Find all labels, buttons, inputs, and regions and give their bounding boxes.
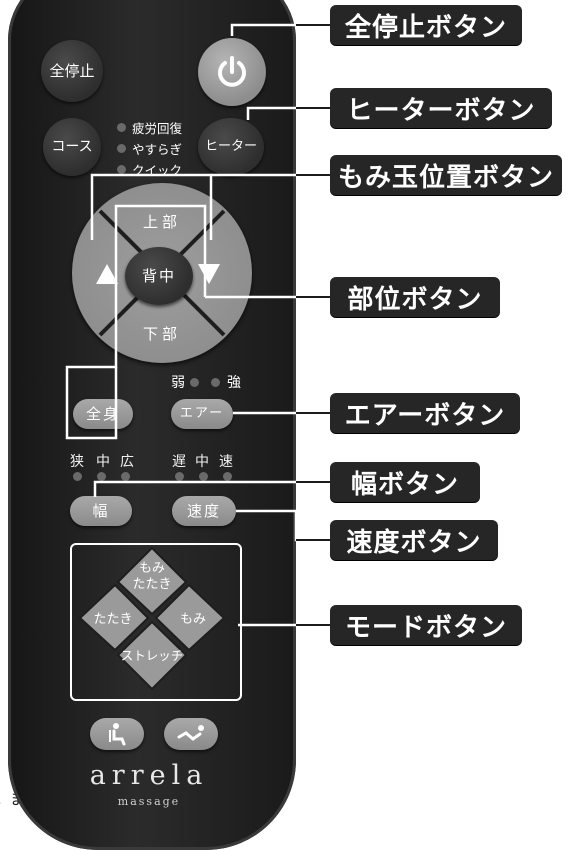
kneading-tapping-button[interactable]: もみ たたき bbox=[122, 552, 182, 602]
callout-all-stop: 全停止ボタン bbox=[330, 5, 522, 45]
air-button[interactable]: エアー bbox=[171, 399, 233, 429]
led-indicator bbox=[117, 165, 126, 174]
width-label-narrow: 狭 bbox=[70, 454, 88, 470]
speed-led-1 bbox=[175, 472, 184, 481]
width-led-3 bbox=[121, 472, 130, 481]
speed-button[interactable]: 速度 bbox=[172, 496, 236, 526]
brand-subtitle: massage bbox=[117, 795, 181, 808]
power-button[interactable] bbox=[198, 38, 266, 106]
air-weak-label: 弱 bbox=[171, 375, 185, 391]
course-mode-1: 疲労回復 bbox=[117, 118, 182, 137]
callout-mode: モードボタン bbox=[330, 605, 522, 645]
callout-speed: 速度ボタン bbox=[330, 520, 498, 560]
width-button[interactable]: 幅 bbox=[70, 496, 132, 526]
led-indicator bbox=[117, 144, 126, 153]
width-led-2 bbox=[97, 472, 106, 481]
back-center-button[interactable]: 背中 bbox=[125, 247, 193, 305]
power-icon bbox=[218, 56, 246, 87]
callout-position: もみ玉位置ボタン bbox=[330, 155, 562, 195]
tapping-button[interactable]: たたき bbox=[93, 612, 133, 628]
width-led-1 bbox=[73, 472, 82, 481]
speed-label-fast: 速 bbox=[219, 454, 237, 470]
callout-width: 幅ボタン bbox=[330, 462, 480, 502]
stretch-button[interactable]: ストレッチ bbox=[120, 647, 184, 663]
triangle-up-icon bbox=[96, 264, 118, 284]
speed-label-mid: 中 bbox=[195, 454, 213, 470]
mode-frame bbox=[70, 543, 242, 701]
lower-part-button[interactable]: 下部 bbox=[142, 325, 181, 343]
seat-recline-icon bbox=[109, 723, 126, 746]
upper-part-button[interactable]: 上部 bbox=[142, 213, 181, 231]
speed-led-3 bbox=[223, 472, 232, 481]
course-mode-2: やすらぎ bbox=[117, 139, 182, 158]
brand-logo: arrela bbox=[89, 760, 209, 791]
callout-part: 部位ボタン bbox=[330, 277, 500, 317]
leg-stretch-icon bbox=[177, 725, 204, 741]
speed-label-slow: 遅 bbox=[172, 454, 190, 470]
all-stop-button[interactable]: 全停止 bbox=[41, 40, 103, 102]
width-label-wide: 広 bbox=[120, 454, 138, 470]
width-label-mid: 中 bbox=[96, 454, 114, 470]
callout-heater: ヒーターボタン bbox=[330, 88, 552, 128]
air-led-1 bbox=[190, 378, 199, 387]
leg-stretch-button[interactable] bbox=[164, 718, 218, 750]
air-led-2 bbox=[211, 378, 220, 387]
mode-top-label: もみ たたき bbox=[132, 561, 172, 592]
air-strong-label: 強 bbox=[227, 375, 241, 391]
callout-air: エアーボタン bbox=[330, 393, 520, 433]
triangle-down-icon bbox=[198, 264, 220, 284]
course-button[interactable]: コース bbox=[43, 118, 101, 176]
kneading-button[interactable]: もみ bbox=[179, 612, 206, 628]
speed-led-2 bbox=[199, 472, 208, 481]
heater-button[interactable]: ヒーター bbox=[198, 118, 264, 176]
recline-button[interactable] bbox=[90, 718, 144, 750]
led-indicator bbox=[117, 123, 126, 132]
full-body-button[interactable]: 全身 bbox=[73, 399, 133, 429]
